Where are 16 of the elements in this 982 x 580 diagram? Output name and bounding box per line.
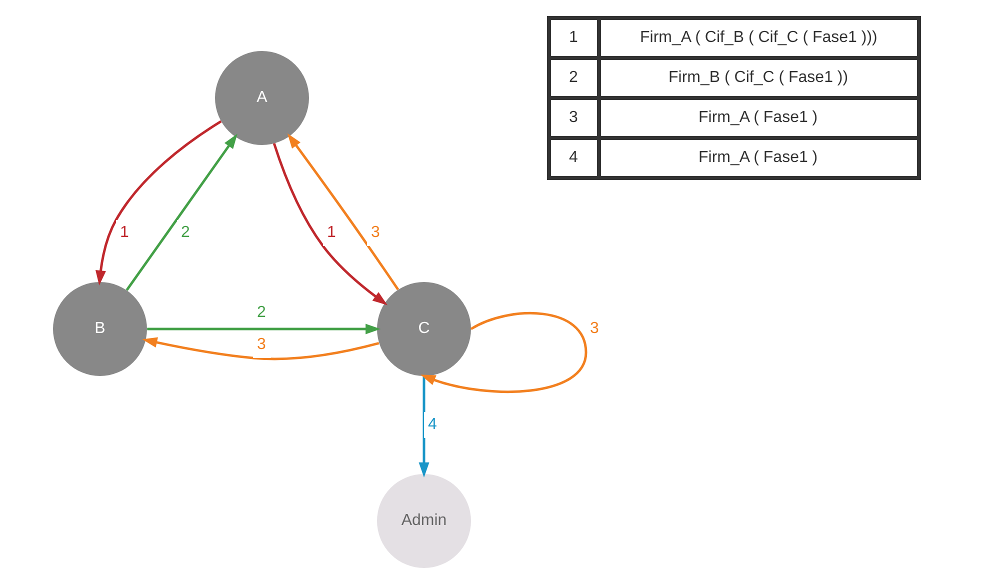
edge-label: 4 (428, 416, 437, 433)
edge-label: 2 (181, 224, 190, 241)
label: Firm_A ( Cif_B ( Cif_C ( Fase1 ))) (640, 28, 878, 46)
edge-label: 3 (371, 224, 380, 241)
edge-label: 2 (257, 304, 266, 321)
edge-label: 3 (590, 320, 599, 337)
label: 2 (569, 68, 578, 86)
label: Firm_A ( Fase1 ) (698, 148, 818, 166)
edge-label: 3 (257, 336, 266, 353)
edge-label: 1 (327, 224, 336, 241)
label: Firm_B ( Cif_C ( Fase1 )) (668, 68, 848, 86)
label: Firm_A ( Fase1 ) (698, 108, 818, 126)
edge-label: 1 (120, 224, 129, 241)
label: 4 (569, 148, 578, 166)
label: 3 (569, 108, 578, 126)
label: 1 (569, 28, 578, 46)
